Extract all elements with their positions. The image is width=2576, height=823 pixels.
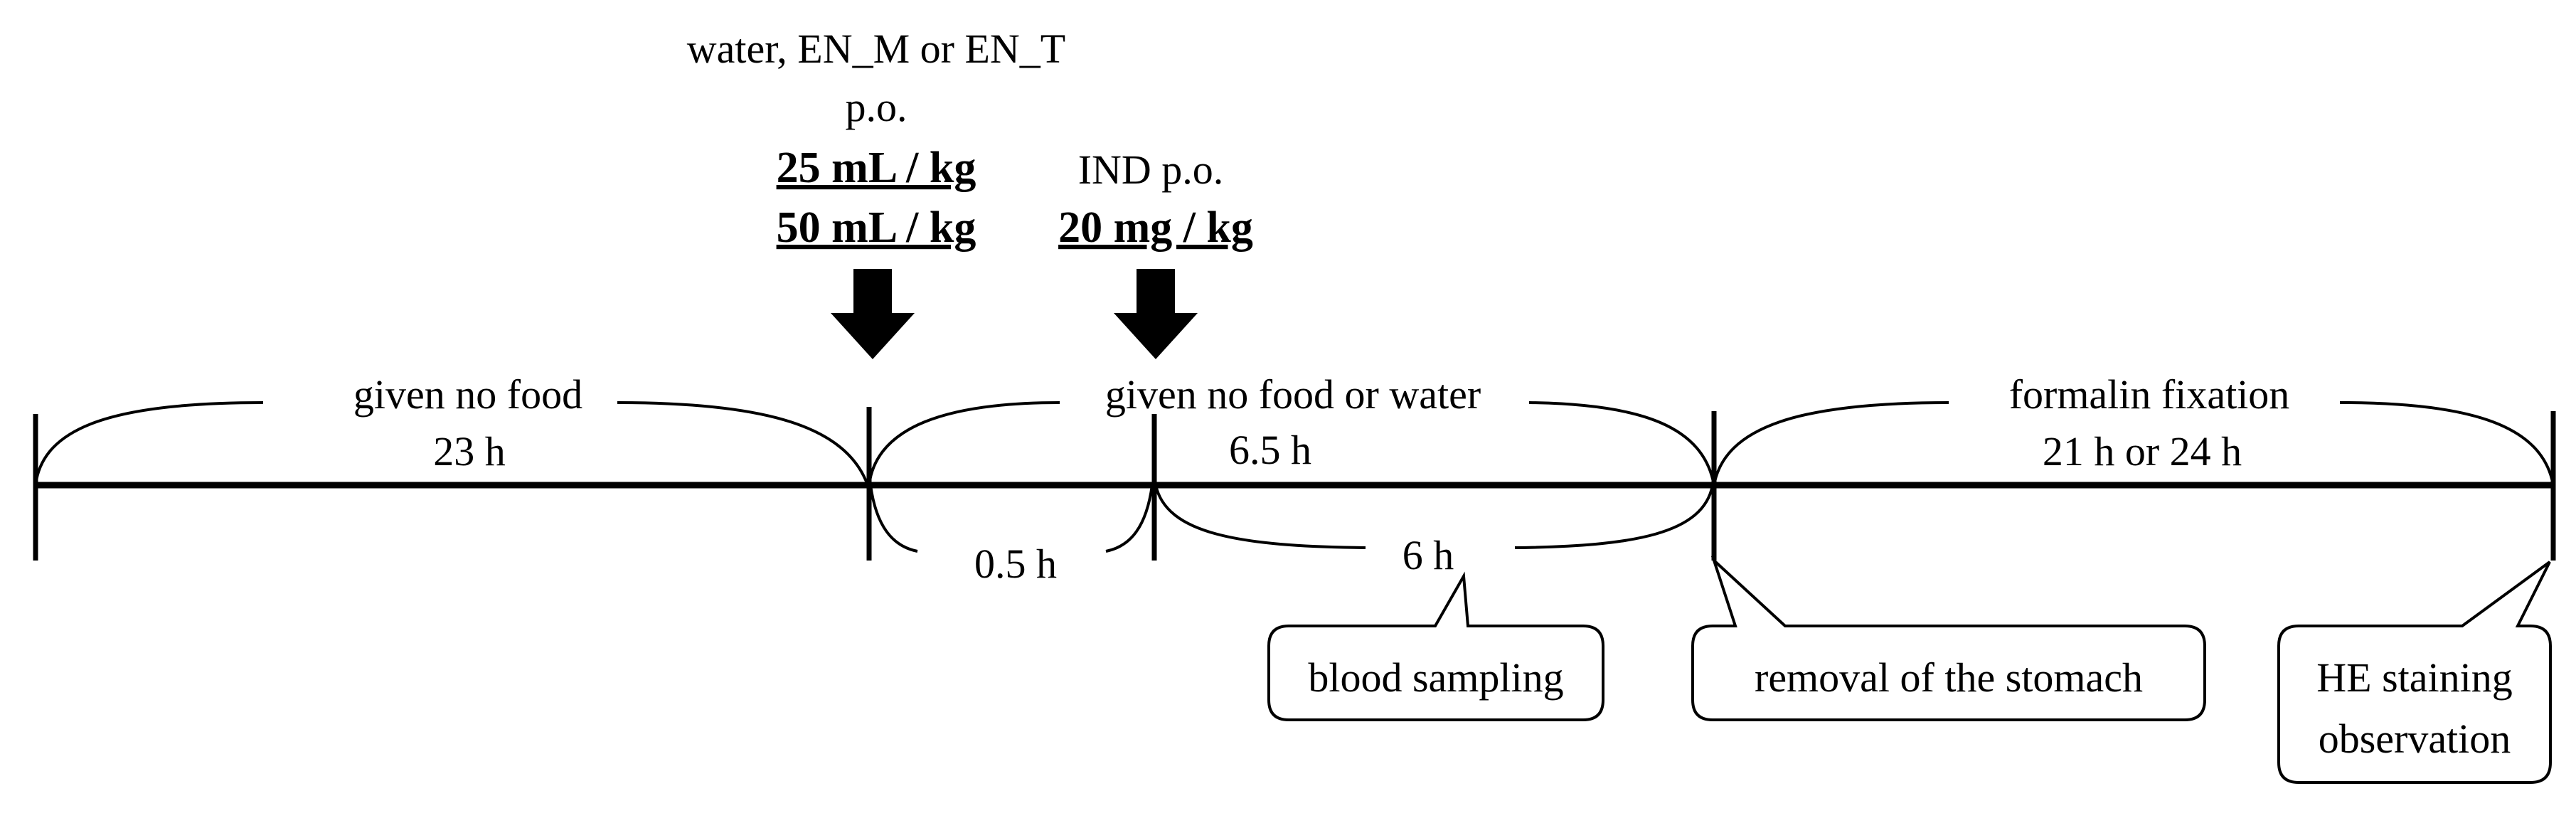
stomach-removal-callout (1691, 556, 2206, 721)
fast-duration-label: 23 h (433, 428, 506, 474)
brace-fast-left (34, 401, 264, 486)
brace-fixation-right (2339, 401, 2555, 486)
liquid-dose-arrow-icon (831, 269, 915, 359)
ind-dose-label: 20 mg / kg (1058, 203, 1253, 252)
brace-fast-right (617, 401, 869, 486)
pre-ind-duration-label: 0.5 h (974, 541, 1057, 587)
he-staining-callout (2277, 561, 2552, 784)
brace-nofood-left (868, 401, 1060, 486)
brace-pre-ind-right (1105, 484, 1154, 553)
blood-sampling-label: blood sampling (1308, 654, 1563, 701)
blood-sampling-callout (1267, 571, 1604, 721)
brace-pre-ind-left (869, 484, 918, 553)
he-staining-label: HE staining (2316, 654, 2512, 701)
fixation-period-label: formalin fixation (2009, 371, 2290, 418)
brace-nofood-right (1528, 401, 1715, 486)
brace-post-ind-left (1154, 484, 1366, 549)
ind-dose-arrow-icon (1114, 269, 1198, 359)
stomach-removal-label: removal of the stomach (1755, 654, 2143, 701)
brace-post-ind-right (1514, 484, 1714, 549)
brace-fixation-left (1713, 401, 1949, 486)
fixation-duration-label: 21 h or 24 h (2043, 428, 2242, 474)
nofood-water-period-label: given no food or water (1105, 371, 1481, 418)
ind-route-label: IND p.o. (1078, 147, 1224, 193)
dose-25-label: 25 mL / kg (777, 144, 976, 192)
post-ind-duration-label: 6 h (1403, 532, 1454, 578)
dose-route-label: p.o. (846, 84, 908, 130)
nofood-water-duration-label: 6.5 h (1229, 427, 1311, 473)
dose-substances-label: water, EN_M or EN_T (687, 26, 1065, 72)
fast-period-label: given no food (353, 371, 582, 418)
he-observation-label: observation (2319, 716, 2511, 762)
dose-50-label: 50 mL / kg (777, 203, 976, 252)
